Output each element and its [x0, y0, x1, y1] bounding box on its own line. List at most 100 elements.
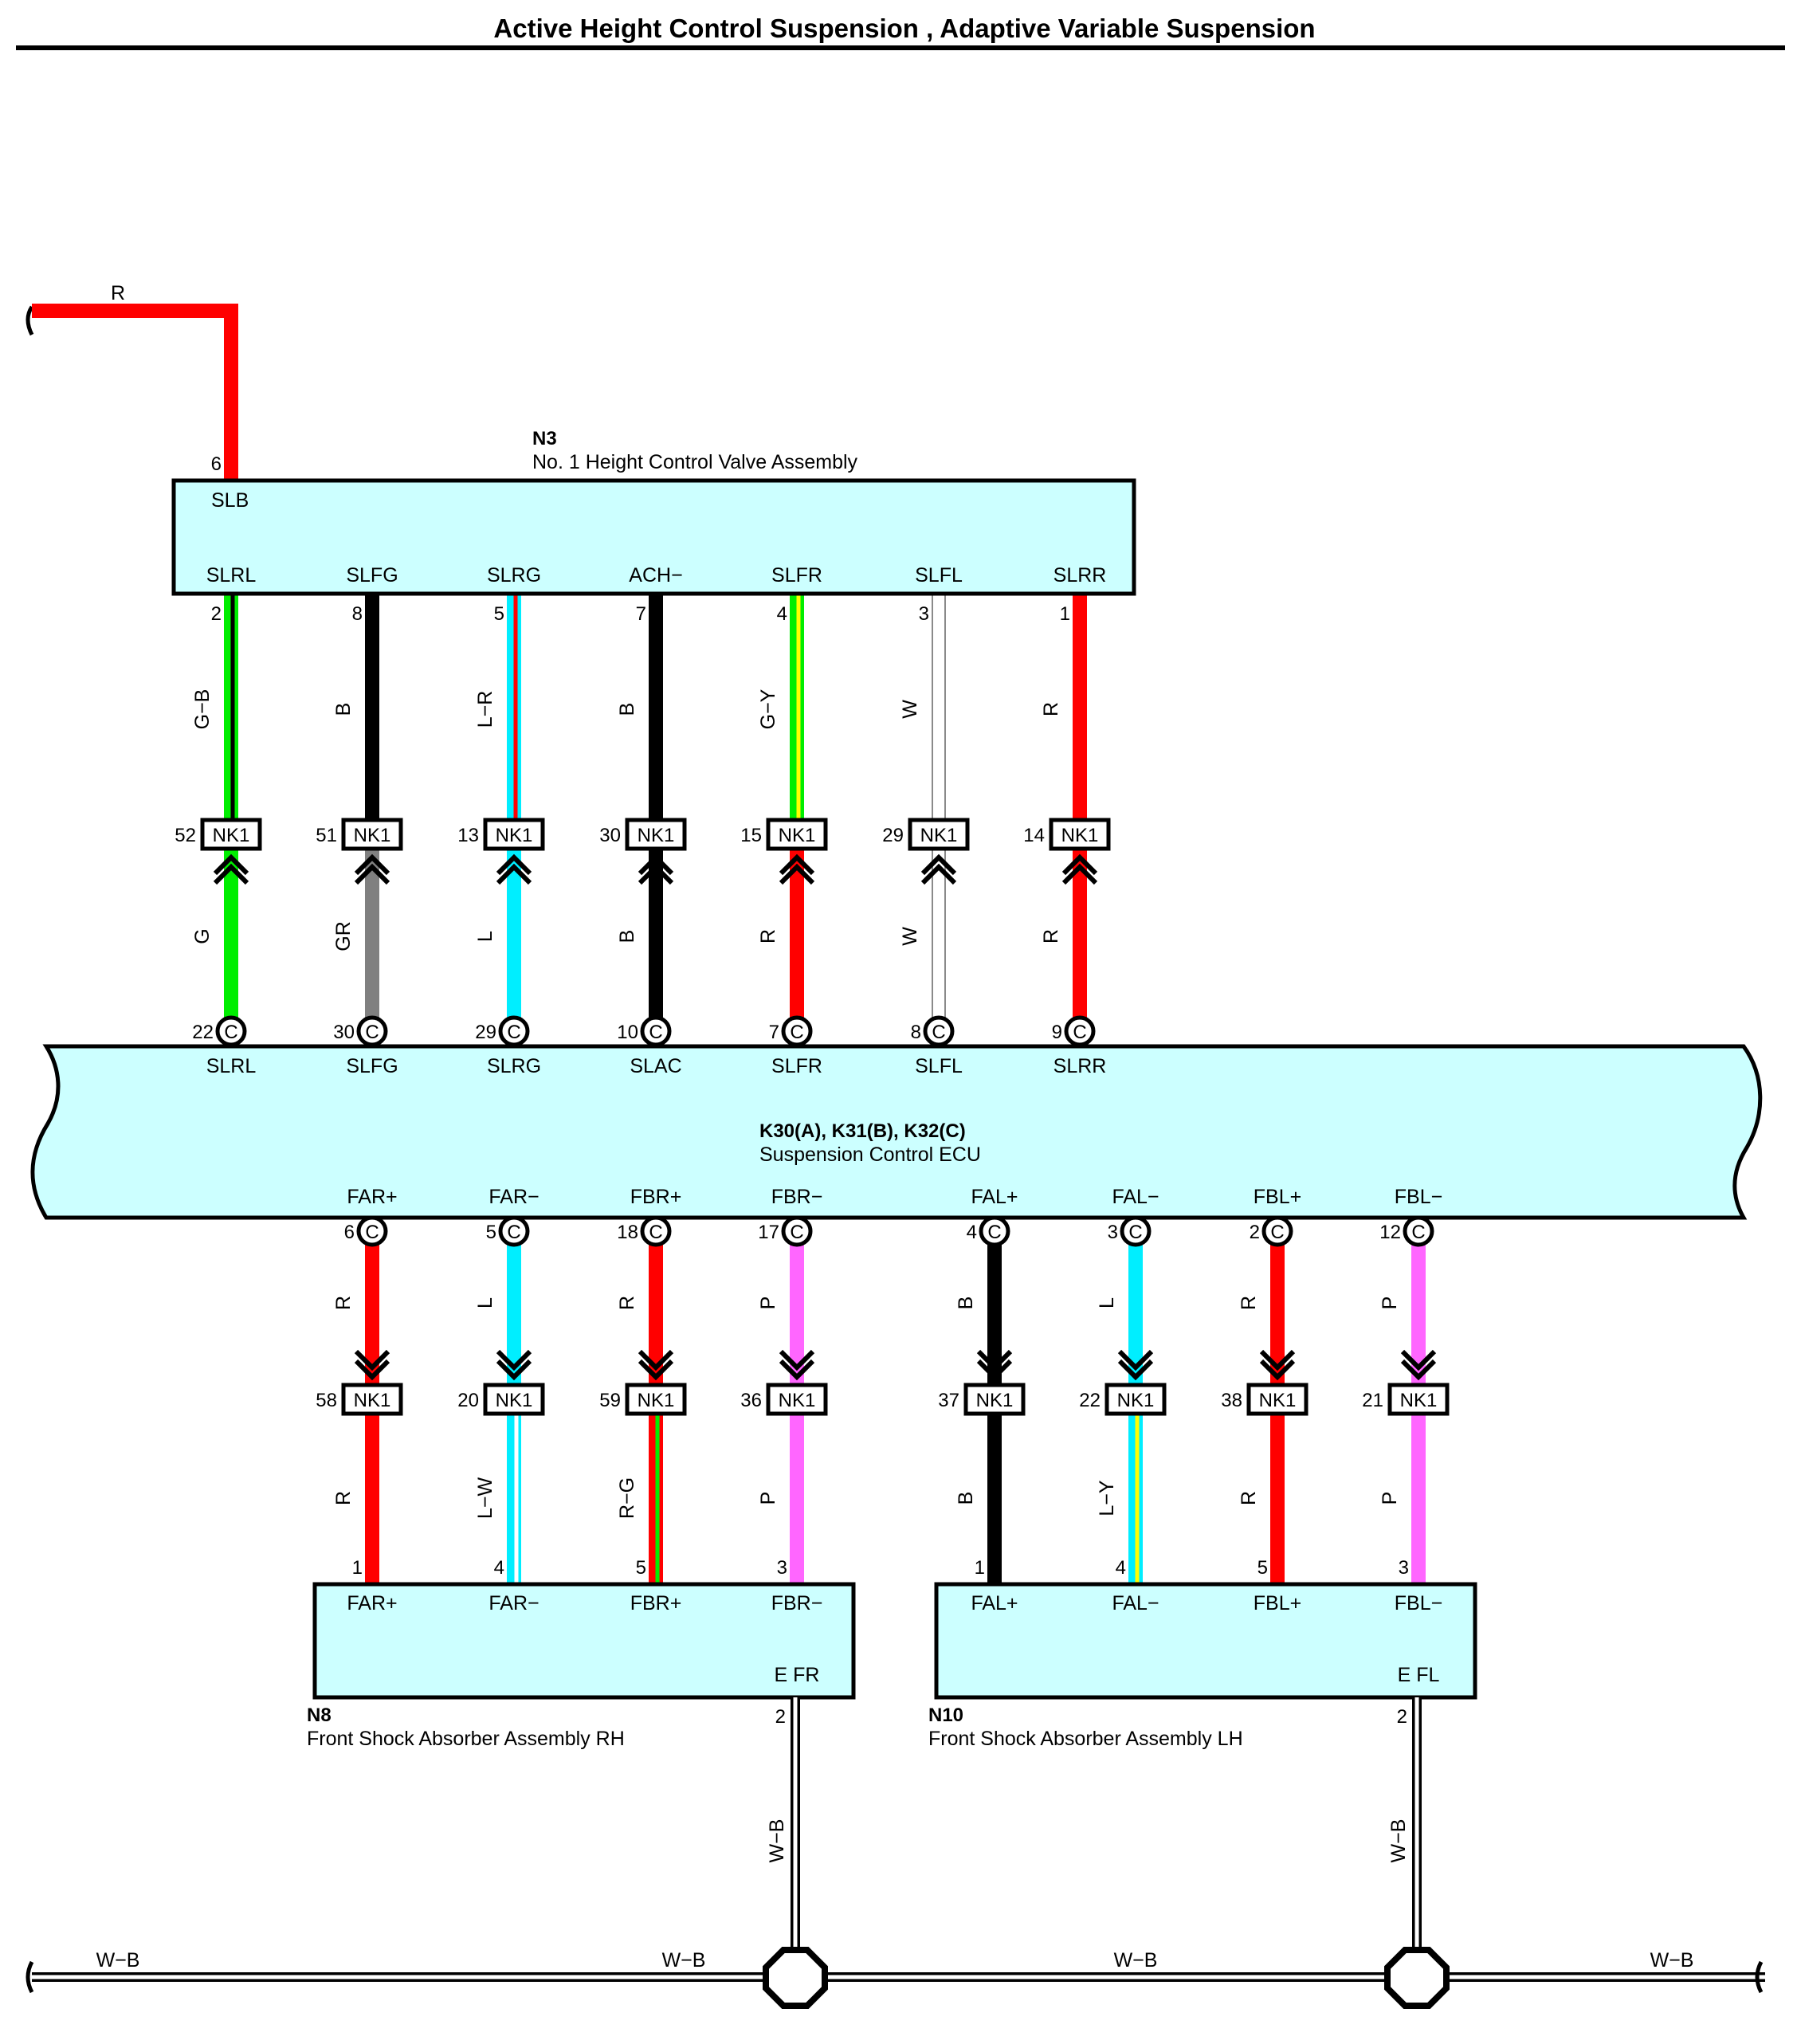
n3-pin-7: 1 [1060, 603, 1070, 625]
n10-pin-4: 3 [1399, 1557, 1409, 1579]
lower-wire-a-label-7: R [1238, 1296, 1260, 1310]
nk1-top-connector-2-label: NK1 [354, 825, 391, 846]
n3-pin-3: 5 [494, 603, 504, 625]
connector-layer: NK152C22NK151C30NK113C29NK130C10NK115C7N… [175, 818, 1450, 1416]
wire-break-symbol [26, 305, 34, 336]
n10-pin-1: 1 [975, 1557, 985, 1579]
mid-wire-label-5: R [757, 929, 779, 944]
nk1-bottom-connector-4-label: NK1 [779, 1390, 816, 1411]
lower-wire-b-label-3: R−G [616, 1477, 638, 1519]
ecu-bottom-terminal-7: FBL+ [1254, 1186, 1301, 1208]
nk1-bottom-connector-1-pin: 58 [316, 1390, 337, 1411]
n3-pin-2: 8 [352, 603, 363, 625]
ecu-name: Suspension Control ECU [759, 1144, 981, 1166]
lower-wire-a-label-6: L [1096, 1297, 1118, 1308]
upper-wire-label-5: G−Y [757, 689, 779, 729]
n8-ground-wire-label: W−B [766, 1819, 788, 1863]
lower-wire-b-label-8: P [1379, 1492, 1401, 1505]
nk1-top-connector-5-pin: 15 [740, 825, 762, 846]
ecu-bottom-connector-1: C6 [344, 1215, 388, 1247]
n10-terminal-2: FAL− [1112, 1592, 1159, 1614]
ecu-bottom-connector-3-letter: C [649, 1222, 662, 1243]
n10-ground-pin: 2 [1397, 1706, 1407, 1728]
ecu-top-connector-6-pin: 8 [911, 1022, 921, 1043]
ecu-bottom-connector-4-letter: C [790, 1222, 803, 1243]
ecu-top-connector-6-letter: C [932, 1022, 945, 1043]
lower-wire-b-label-2: L−W [474, 1477, 496, 1520]
lower-wire-a-label-2: L [474, 1297, 496, 1308]
nk1-bottom-chevron-6 [1117, 1349, 1154, 1381]
ecu-bottom-connector-2: C5 [486, 1215, 530, 1247]
mid-wire-label-3: L [474, 931, 496, 942]
n3-terminal-3: SLRG [487, 564, 541, 587]
n10-pin-3: 5 [1258, 1557, 1268, 1579]
nk1-top-chevron-3 [496, 853, 532, 885]
ecu-bottom-connector-5: C4 [967, 1215, 1010, 1247]
ecu-bottom-connector-1-letter: C [365, 1222, 379, 1243]
ecu-top-connector-1: C22 [192, 1015, 247, 1047]
ecu-top-connector-7-letter: C [1073, 1022, 1086, 1043]
nk1-top-chevron-2 [354, 853, 390, 885]
bus-break-left [26, 1960, 34, 1994]
n3-terminal-7: SLRR [1053, 564, 1107, 587]
ecu-bottom-connector-5-letter: C [987, 1222, 1001, 1243]
n10-terminal-4: FBL− [1395, 1592, 1442, 1614]
nk1-bottom-chevron-2 [496, 1349, 532, 1381]
n8-pin-3: 5 [636, 1557, 646, 1579]
n8-ground-terminal: E FR [775, 1664, 820, 1686]
upper-wire-label-3: L−R [474, 691, 496, 728]
n3-name: No. 1 Height Control Valve Assembly [532, 451, 858, 473]
ecu-top-connector-4-pin: 10 [617, 1022, 638, 1043]
mid-wire-label-6: W [899, 927, 921, 946]
ecu-bottom-connector-3-pin: 18 [617, 1222, 638, 1243]
ecu-top-connector-3: C29 [475, 1015, 530, 1047]
n10-id: N10 [928, 1705, 963, 1726]
ecu-bottom-terminal-2: FAR− [488, 1186, 539, 1208]
n8-pin-2: 4 [494, 1557, 504, 1579]
upper-wire-label-2: B [332, 703, 355, 716]
nk1-bottom-chevron-8 [1400, 1349, 1437, 1381]
nk1-top-connector-6-pin: 29 [882, 825, 904, 846]
ecu-bottom-connector-8: C12 [1379, 1215, 1434, 1247]
n10-pin-2: 4 [1116, 1557, 1126, 1579]
nk1-top-connector-1-pin: 52 [175, 825, 196, 846]
ecu-top-connector-3-pin: 29 [475, 1022, 496, 1043]
ecu-bottom-connector-1-pin: 6 [344, 1222, 355, 1243]
n10-terminal-3: FBL+ [1254, 1592, 1301, 1614]
nk1-top-chevron-6 [920, 853, 957, 885]
ecu-bottom-terminal-5: FAL+ [971, 1186, 1018, 1208]
upper-wire-1 [224, 594, 238, 829]
ecu-bottom-connector-8-letter: C [1411, 1222, 1425, 1243]
feed-wire [32, 304, 238, 480]
bus-label-3: W−B [1114, 1949, 1158, 1971]
ground-bus [32, 1697, 1765, 1982]
nk1-top-connector-4-pin: 30 [599, 825, 621, 846]
nk1-bottom-chevron-1 [354, 1349, 390, 1381]
lower-wire-b-label-1: R [332, 1491, 355, 1505]
n3-terminal-4: ACH− [629, 564, 682, 587]
nk1-bottom-connector-3-label: NK1 [638, 1390, 675, 1411]
ecu-top-connector-7-pin: 9 [1052, 1022, 1062, 1043]
ecu-bottom-connector-2-letter: C [507, 1222, 520, 1243]
nk1-top-connector-6-label: NK1 [920, 825, 958, 846]
mid-wire-label-4: B [616, 930, 638, 944]
nk1-top-connector-6: NK1 29 [882, 818, 970, 851]
nk1-bottom-connector-7-pin: 38 [1221, 1390, 1242, 1411]
ecu-bottom-connector-6: C3 [1108, 1215, 1152, 1247]
n3-pin-1: 2 [211, 603, 222, 625]
n8-pin-4: 3 [777, 1557, 787, 1579]
n3-terminal-2: SLFG [346, 564, 398, 587]
lower-wire-b-6 [1128, 1410, 1143, 1584]
ecu-top-terminal-4: SLAC [630, 1055, 681, 1077]
lower-wire-a-label-4: P [757, 1297, 779, 1310]
